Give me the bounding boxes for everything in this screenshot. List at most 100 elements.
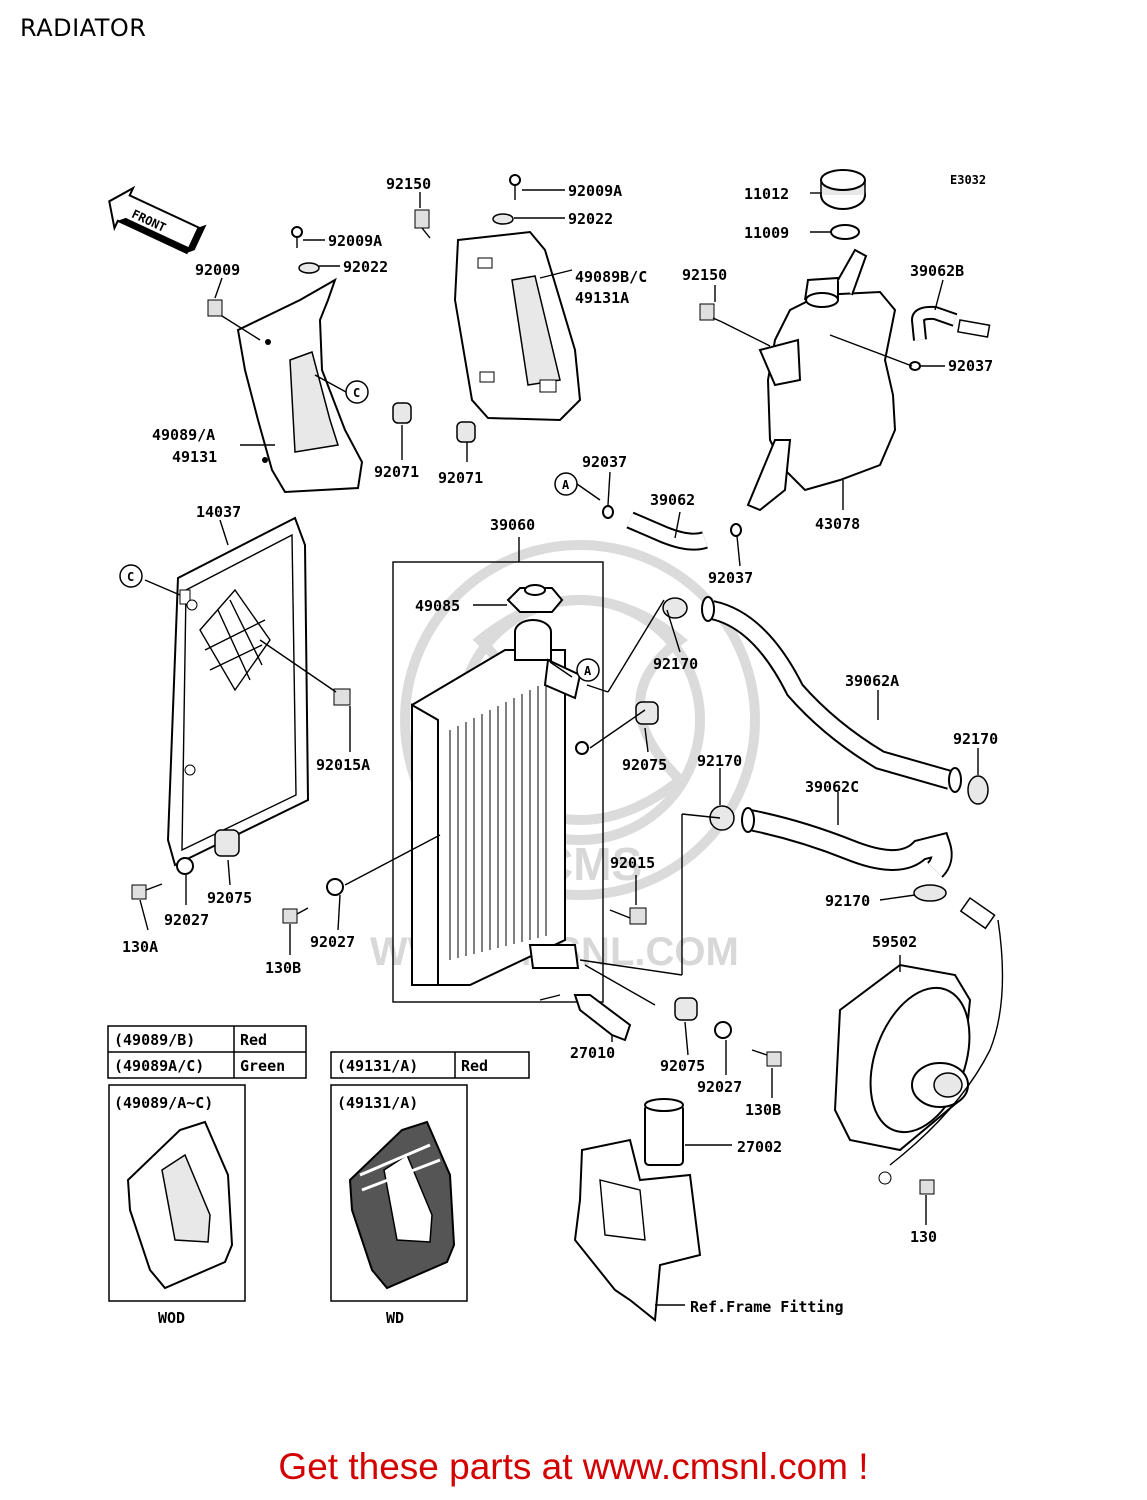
label-92037c: 92037 xyxy=(708,569,753,587)
legend2-row1-part: (49131/A) xyxy=(337,1057,418,1075)
front-arrow-icon: FRONT xyxy=(108,185,207,255)
label-92009: 92009 xyxy=(195,261,240,279)
thermo-switch-part xyxy=(573,994,632,1042)
grommet-92075-c-icon xyxy=(674,997,698,1021)
hose-39062B-part xyxy=(910,305,991,341)
label-39062: 39062 xyxy=(650,491,695,509)
washer-92022-b-icon xyxy=(298,262,320,274)
label-ref-frame: Ref.Frame Fitting xyxy=(690,1298,844,1316)
label-130Ba: 130B xyxy=(265,959,301,977)
label-39062A: 39062A xyxy=(845,672,899,690)
bolt-130-icon xyxy=(919,1179,935,1195)
collar-92027-b-icon xyxy=(326,878,344,896)
variant-wd-label: (49131/A) xyxy=(337,1094,418,1112)
part-labels: 92150 92009A 92022 92009A 92022 92009 11… xyxy=(122,175,998,1316)
label-92022-b: 92022 xyxy=(343,258,388,276)
clamp-92170-d-icon xyxy=(913,884,947,902)
hose-39062-part xyxy=(626,511,708,551)
grommet-92071-a-icon xyxy=(392,402,412,424)
grommet-92075-b-icon xyxy=(214,829,240,857)
label-49089BC: 49089B/C xyxy=(575,268,647,286)
label-39060: 39060 xyxy=(490,516,535,534)
label-11012: 11012 xyxy=(744,185,789,203)
bolt-130B-a-icon xyxy=(282,907,309,924)
label-11009: 11009 xyxy=(744,224,789,242)
hose-39062C-part xyxy=(741,807,953,878)
screw-92150-a-icon xyxy=(414,209,431,239)
label-92075c: 92075 xyxy=(660,1057,705,1075)
label-92170d: 92170 xyxy=(825,892,870,910)
fasteners xyxy=(131,174,989,1195)
label-49089A: 49089/A xyxy=(152,426,215,444)
label-92071b: 92071 xyxy=(438,469,483,487)
label-92009A-b: 92009A xyxy=(328,232,382,250)
bolt-130B-b-icon xyxy=(751,1049,782,1067)
leader-lines xyxy=(139,189,979,1306)
callout-c-left: C xyxy=(119,564,143,588)
svg-text:A: A xyxy=(584,664,592,678)
nut-92015A-icon xyxy=(333,688,351,706)
bolt-92009A-a-icon xyxy=(509,174,521,200)
label-130: 130 xyxy=(910,1228,937,1246)
bolt-92009A-b-icon xyxy=(291,226,303,248)
legend1-row2-color: Green xyxy=(240,1057,285,1075)
label-92015: 92015 xyxy=(610,854,655,872)
clamp-92170-a-icon xyxy=(662,597,688,619)
shroud-right-part xyxy=(453,230,582,422)
variant-box-wod: (49089/A~C) WOD xyxy=(108,1084,246,1327)
label-49131A: 49131A xyxy=(575,289,629,307)
radiator-screen-part xyxy=(166,516,310,867)
legend1-row1-color: Red xyxy=(240,1031,267,1049)
color-legend-table-2: (49131/A) Red xyxy=(330,1051,530,1079)
screw-92150-b-icon xyxy=(699,303,723,323)
label-59502: 59502 xyxy=(872,933,917,951)
label-27010: 27010 xyxy=(570,1044,615,1062)
clamp-92170-c-icon xyxy=(709,805,735,831)
label-130Bb: 130B xyxy=(745,1101,781,1119)
clip-92037-b-icon xyxy=(602,505,614,519)
variant-wod-label: (49089/A~C) xyxy=(114,1094,213,1112)
clamp-92170-b-icon xyxy=(967,775,989,805)
grommet-92071-b-icon xyxy=(456,421,476,443)
collar-92027-a-icon xyxy=(176,857,194,875)
label-49085: 49085 xyxy=(415,597,460,615)
svg-text:A: A xyxy=(562,478,570,492)
label-92015A: 92015A xyxy=(316,756,370,774)
bolt-130A-icon xyxy=(131,883,163,900)
label-130A: 130A xyxy=(122,938,158,956)
nut-92015-icon xyxy=(629,907,647,925)
variant-wod-caption: WOD xyxy=(158,1309,185,1327)
label-92022-a: 92022 xyxy=(568,210,613,228)
shroud-left-part xyxy=(236,277,364,494)
label-14037: 14037 xyxy=(196,503,241,521)
legend2-row1-color: Red xyxy=(461,1057,488,1075)
label-92027c: 92027 xyxy=(697,1078,742,1096)
legend1-row1-part: (49089/B) xyxy=(114,1031,195,1049)
grommet-92075-a-icon xyxy=(635,701,659,725)
label-92037a: 92037 xyxy=(948,357,993,375)
svg-text:C: C xyxy=(353,386,360,400)
callout-a-mid: A xyxy=(576,658,600,682)
collar-92027-c-icon xyxy=(714,1021,732,1039)
label-92027a: 92027 xyxy=(164,911,209,929)
variant-wd-caption: WD xyxy=(386,1309,404,1327)
label-92071a: 92071 xyxy=(374,463,419,481)
radiator-cap-part xyxy=(506,584,564,613)
label-92170b: 92170 xyxy=(953,730,998,748)
page-title: RADIATOR xyxy=(20,14,147,42)
cooling-fan-part xyxy=(833,896,1004,1185)
label-43078: 43078 xyxy=(815,515,860,533)
label-39062C: 39062C xyxy=(805,778,859,796)
label-92075b: 92075 xyxy=(207,889,252,907)
label-92170a: 92170 xyxy=(653,655,698,673)
footer-cta[interactable]: Get these parts at www.cmsnl.com ! xyxy=(278,1446,869,1487)
variant-box-wd: (49131/A) WD xyxy=(330,1084,468,1327)
label-92009A-a: 92009A xyxy=(568,182,622,200)
callout-a-top: A xyxy=(554,472,578,496)
reservoir-tank-part xyxy=(746,169,897,512)
label-92170c: 92170 xyxy=(697,752,742,770)
callout-c-top: C xyxy=(314,374,369,404)
diagram-code: E3032 xyxy=(950,173,986,187)
label-27002: 27002 xyxy=(737,1138,782,1156)
label-92027b: 92027 xyxy=(310,933,355,951)
